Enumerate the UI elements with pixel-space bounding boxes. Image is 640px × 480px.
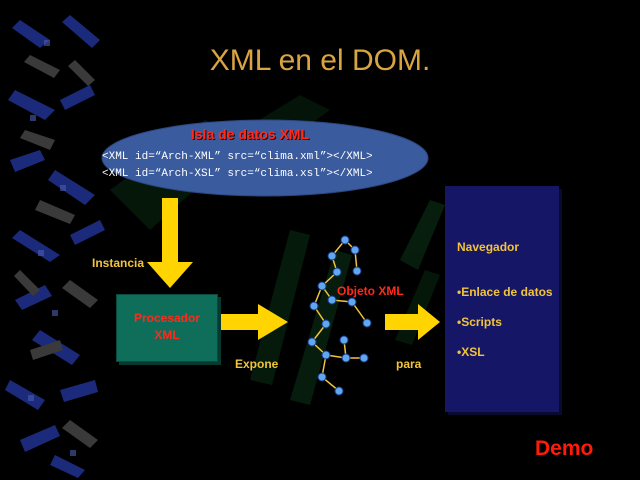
label-instancia: Instancia <box>92 256 145 270</box>
navigator-item-scripts: •Scripts <box>457 315 502 329</box>
arrow-expone <box>220 304 288 340</box>
slide-title: XML en el DOM. <box>209 44 431 77</box>
xml-object-nodes <box>307 235 372 396</box>
xml-island-title: Isla de datos XML <box>190 126 310 142</box>
xml-processor-box: Procesador XML <box>116 294 218 362</box>
navigator-item-xsl: •XSL <box>457 345 485 359</box>
navigator-item-enlace: •Enlace de datos <box>457 285 553 299</box>
navigator-title: Navegador <box>457 240 520 254</box>
label-para: para <box>396 357 422 371</box>
processor-label-line-2: XML <box>154 328 180 342</box>
xml-object-label: Objeto XML <box>337 284 404 298</box>
demo-link[interactable]: Demo <box>535 437 594 460</box>
arrow-para <box>385 304 440 340</box>
arrow-instancia <box>147 198 193 288</box>
decorative-pattern <box>5 15 105 478</box>
xml-code-line-1: <XML id=“Arch-XML” src=“clima.xml”></XML… <box>102 151 373 163</box>
navigator-panel: Navegador •Enlace de datos •Scripts •XSL <box>445 186 559 412</box>
label-expone: Expone <box>235 357 279 371</box>
xml-code-line-2: <XML id=“Arch-XSL” src=“clima.xsl”></XML… <box>102 168 373 180</box>
processor-label-line-1: Procesador <box>133 311 201 325</box>
xml-island-ellipse <box>101 119 429 197</box>
